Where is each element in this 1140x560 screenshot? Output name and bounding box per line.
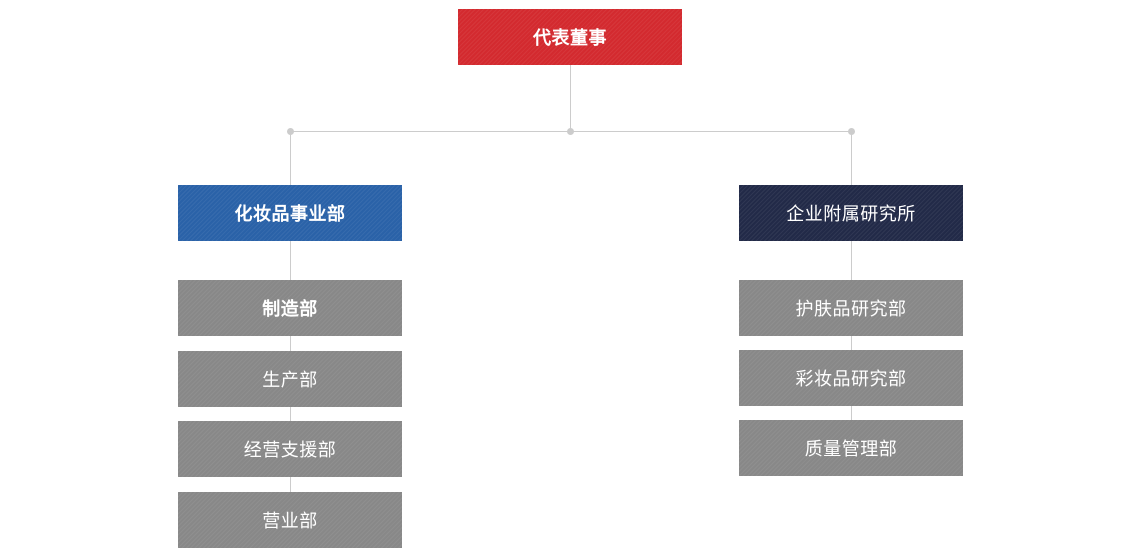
division-cosmetics-box: 化妆品事业部 (178, 185, 402, 241)
dept-quality-management-box: 质量管理部 (739, 420, 963, 476)
division-research-lab-box: 企业附属研究所 (739, 185, 963, 241)
dept-sales-box: 营业部 (178, 492, 402, 548)
connector-ceo-vertical (570, 65, 571, 131)
dept-skincare-research-box: 护肤品研究部 (739, 280, 963, 336)
ceo-box: 代表董事 (458, 9, 682, 65)
dept-manufacturing-box: 制造部 (178, 280, 402, 336)
dept-management-support-box: 经营支援部 (178, 421, 402, 477)
dept-makeup-research-box: 彩妆品研究部 (739, 350, 963, 406)
connector-dot-center (567, 128, 574, 135)
dept-production-box: 生产部 (178, 351, 402, 407)
